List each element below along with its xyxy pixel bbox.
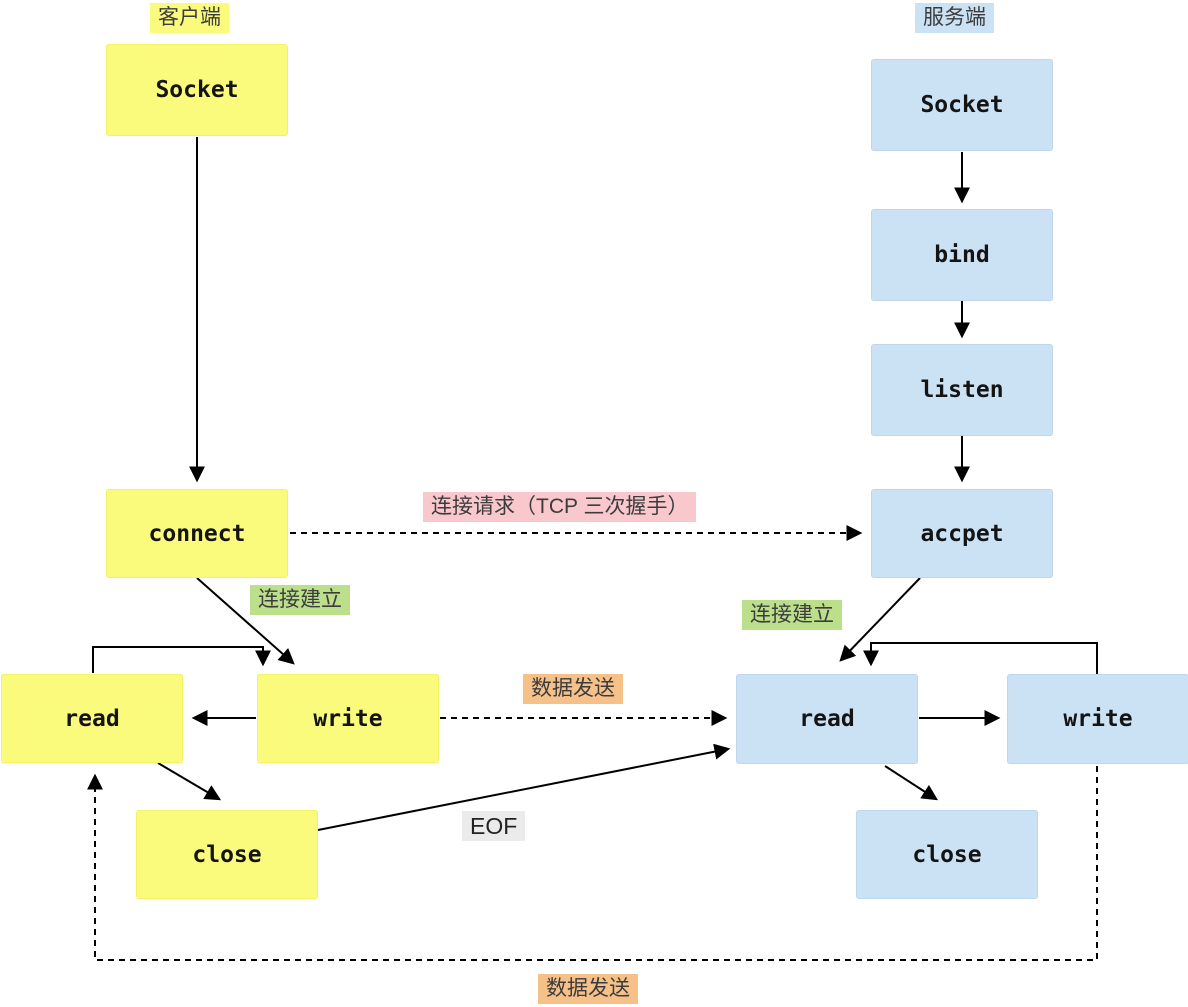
handshake-label: 连接请求（TCP 三次握手） — [423, 492, 697, 522]
client-write-box: write — [258, 675, 438, 762]
connection-established-client-label: 连接建立 — [250, 585, 350, 615]
arrow-server-write-to-client-read-dashed-loop — [87, 766, 1098, 961]
arrow-client-read-to-write-elbow — [92, 646, 271, 673]
server-socket-box: Socket — [872, 60, 1052, 150]
server-accept-box: accpet — [872, 490, 1052, 577]
server-read-box: read — [737, 675, 917, 763]
client-column-title: 客户端 — [150, 3, 229, 33]
data-send-forward-label: 数据发送 — [523, 674, 623, 704]
client-connect-box: connect — [107, 490, 287, 577]
arrow-close-eof-to-server-read — [317, 743, 731, 831]
data-send-back-label: 数据发送 — [538, 974, 638, 1004]
server-listen-box: listen — [872, 345, 1052, 435]
server-column-title: 服务端 — [915, 3, 994, 33]
server-close-box: close — [857, 811, 1037, 898]
client-socket-box: Socket — [107, 45, 287, 135]
client-close-box: close — [137, 811, 317, 898]
connection-established-server-label: 连接建立 — [742, 600, 842, 630]
arrow-connect-to-client-write — [196, 577, 295, 665]
arrow-server-read-to-close — [884, 765, 939, 801]
arrow-client-read-to-close — [157, 762, 222, 801]
server-write-box: write — [1008, 675, 1188, 763]
eof-label: EOF — [462, 811, 526, 841]
arrow-server-write-to-read-elbow — [863, 642, 1098, 674]
arrow-accept-to-server-read — [839, 577, 921, 662]
server-bind-box: bind — [872, 210, 1052, 300]
client-read-box: read — [2, 675, 182, 762]
